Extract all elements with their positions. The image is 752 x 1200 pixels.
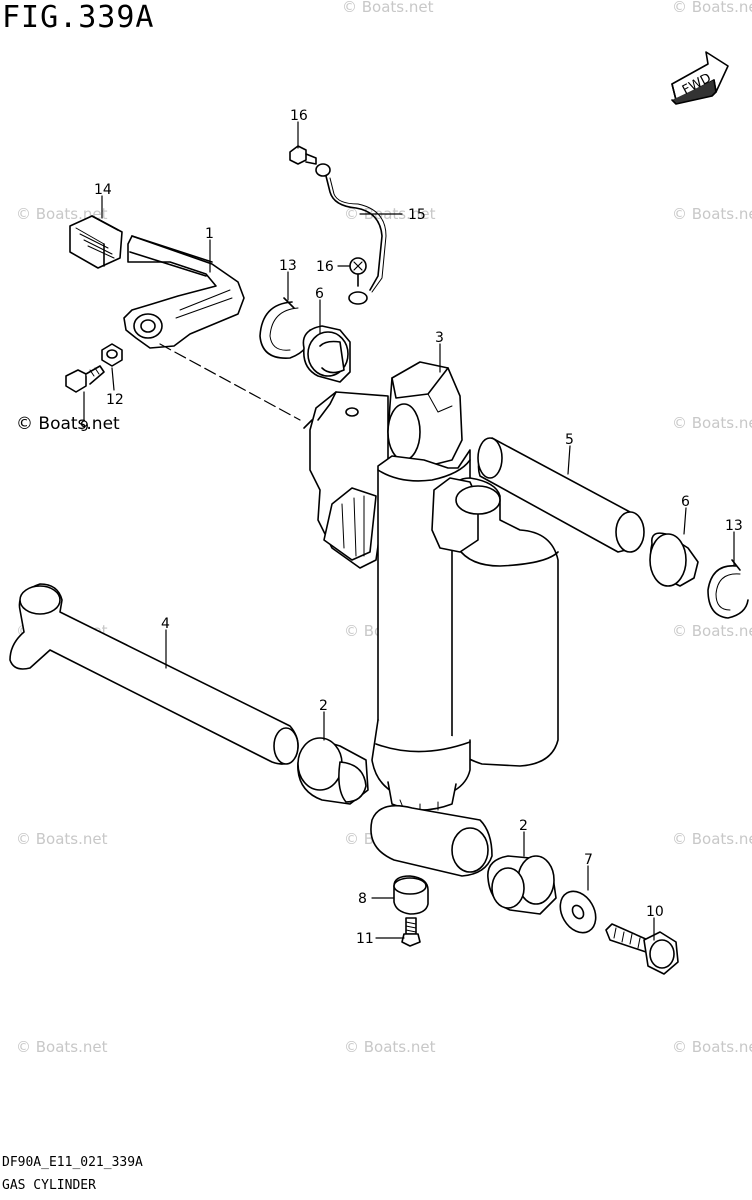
part-6-bushing-left bbox=[302, 325, 351, 383]
part-14-cap bbox=[69, 215, 123, 269]
part-2-bushing-left bbox=[297, 737, 369, 805]
watermark: © Boats.net bbox=[672, 205, 752, 223]
callout-7: 7 bbox=[584, 852, 593, 868]
part-2-bushing-right bbox=[487, 855, 557, 915]
part-4-long-pin bbox=[9, 583, 299, 765]
watermark: © Boats.net bbox=[344, 1038, 436, 1056]
watermark: © Boats.net bbox=[672, 1038, 752, 1056]
part-3-gas-cylinder bbox=[303, 361, 559, 877]
watermark: © Boats.net bbox=[672, 0, 752, 16]
watermark: © Boats.net bbox=[672, 830, 752, 848]
callout-1: 1 bbox=[205, 226, 214, 242]
callout-16: 16 bbox=[290, 108, 308, 124]
callout-6: 6 bbox=[315, 286, 324, 302]
part-1-lever bbox=[123, 235, 245, 349]
diagram-name: GAS CYLINDER bbox=[2, 1178, 96, 1193]
watermark: © Boats.net bbox=[342, 0, 434, 16]
figure-title: FIG.339A bbox=[2, 0, 155, 35]
callout-10: 10 bbox=[646, 904, 664, 920]
part-6-bushing-right bbox=[649, 532, 699, 587]
callout-15: 15 bbox=[408, 207, 426, 223]
watermark-dark: © Boats.net bbox=[16, 414, 120, 434]
part-12-nut bbox=[101, 343, 123, 367]
callout-6: 6 bbox=[681, 494, 690, 510]
part-16-screw-top bbox=[289, 145, 331, 177]
callout-labels: 14 1 16 15 13 16 6 12 9 3 5 6 13 4 2 2 7… bbox=[80, 108, 743, 947]
callout-12: 12 bbox=[106, 392, 124, 408]
watermark: © Boats.net bbox=[672, 622, 752, 640]
callout-16: 16 bbox=[316, 259, 334, 275]
callout-13: 13 bbox=[725, 518, 743, 534]
leader-lines bbox=[83, 121, 735, 941]
callout-2: 2 bbox=[319, 698, 328, 714]
watermark: © Boats.net bbox=[16, 830, 108, 848]
callout-3: 3 bbox=[435, 330, 444, 346]
callout-4: 4 bbox=[161, 616, 170, 632]
part-9-bolt bbox=[65, 365, 105, 393]
part-5-pin bbox=[477, 437, 645, 553]
callout-13: 13 bbox=[279, 258, 297, 274]
callout-2: 2 bbox=[519, 818, 528, 834]
part-8-stopper bbox=[393, 875, 429, 915]
callout-11: 11 bbox=[356, 931, 374, 947]
part-16-screw-mid bbox=[349, 257, 367, 287]
watermark: © Boats.net bbox=[16, 1038, 108, 1056]
axis-line bbox=[159, 343, 301, 421]
part-10-bolt bbox=[605, 923, 679, 975]
part-11-screw bbox=[401, 917, 421, 947]
forward-arrow-icon: FWD bbox=[671, 51, 729, 105]
callout-8: 8 bbox=[358, 891, 367, 907]
watermark: © Boats.net bbox=[672, 414, 752, 432]
diagram-code: DF90A_E11_021_339A bbox=[2, 1155, 143, 1170]
part-13-circlip-right bbox=[707, 559, 749, 619]
part-15-wire bbox=[325, 175, 387, 305]
callout-5: 5 bbox=[565, 432, 574, 448]
callout-9: 9 bbox=[80, 419, 89, 435]
callout-14: 14 bbox=[94, 182, 112, 198]
part-7-washer bbox=[559, 890, 597, 934]
part-13-circlip-left bbox=[259, 297, 311, 359]
